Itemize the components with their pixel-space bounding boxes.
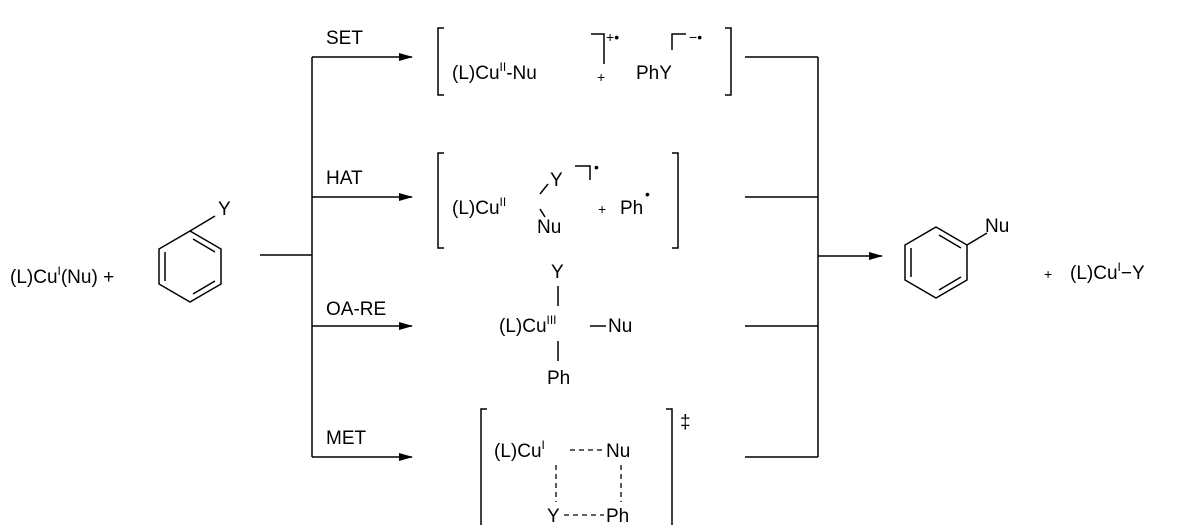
- hat-y-label: Y: [550, 170, 563, 191]
- met-left-bracket: [480, 408, 487, 525]
- met-right-bracket: [666, 408, 673, 525]
- hat-nu-label: Nu: [537, 217, 561, 238]
- benzene-ring-reactant: [158, 215, 222, 303]
- hat-cu-label: (L)CuII: [452, 195, 506, 219]
- hat-ph-label: Ph: [620, 198, 643, 219]
- met-nu-label: Nu: [606, 441, 630, 462]
- hat-intermediate: (L)CuII Y Nu • + Ph •: [437, 152, 679, 249]
- hat-plus: +: [598, 201, 606, 217]
- benzene-ring-product: [904, 226, 988, 299]
- set-cation-bracket: [591, 33, 605, 64]
- set-plus: +: [597, 69, 605, 85]
- product-nu-label: Nu: [985, 216, 1009, 237]
- svg-text:(L)CuI(Nu) +: (L)CuI(Nu) +: [10, 264, 114, 288]
- met-ts-symbol: ‡: [680, 412, 691, 433]
- product-plus: +: [1044, 266, 1052, 282]
- set-label: SET: [326, 28, 363, 49]
- hat-left-bracket: [437, 152, 444, 249]
- set-cu-nu-label: (L)CuII-Nu: [452, 60, 537, 84]
- set-anion-charge: −•: [689, 29, 702, 45]
- set-phy-label: PhY: [636, 63, 672, 84]
- met-y-label: Y: [547, 506, 560, 525]
- set-intermediate: (L)CuII-Nu +• + PhY −•: [437, 27, 732, 96]
- set-cation-charge: +•: [606, 29, 619, 45]
- reactant-aryl-y: Y: [158, 199, 231, 303]
- oa-re-y-label: Y: [551, 262, 564, 283]
- hat-ph-radical: •: [645, 186, 650, 202]
- oa-re-nu-label: Nu: [608, 316, 632, 337]
- product-cu-y: (L)CuI−Y: [1070, 260, 1145, 284]
- set-anion-bracket: [671, 33, 686, 50]
- svg-text:(L)CuI−Y: (L)CuI−Y: [1070, 260, 1145, 284]
- met-transition-state: ‡ (L)CuI Nu Y Ph: [480, 408, 691, 525]
- hat-radical: •: [594, 159, 599, 175]
- hat-cu-nu-bond: [539, 208, 546, 218]
- set-left-bracket: [437, 27, 444, 96]
- reactant-y-label: Y: [218, 199, 231, 220]
- oa-re-ph-label: Ph: [547, 368, 570, 389]
- met-label: MET: [326, 428, 367, 449]
- hat-radical-bracket: [575, 165, 591, 180]
- product-aryl-nu: Nu: [904, 216, 1009, 299]
- hat-right-bracket: [672, 152, 679, 249]
- set-right-bracket: [725, 27, 732, 96]
- met-cu-label: (L)CuI: [494, 438, 545, 462]
- oa-re-cu-label: (L)CuIII: [499, 313, 557, 337]
- met-ph-label: Ph: [606, 506, 629, 525]
- oa-re-label: OA-RE: [326, 299, 386, 320]
- oa-re-intermediate: Y (L)CuIII Nu Ph: [499, 262, 632, 389]
- hat-cu-y-bond: [539, 183, 549, 195]
- hat-label: HAT: [326, 168, 363, 189]
- reactant-cu-complex: (L)CuI(Nu) +: [10, 264, 114, 288]
